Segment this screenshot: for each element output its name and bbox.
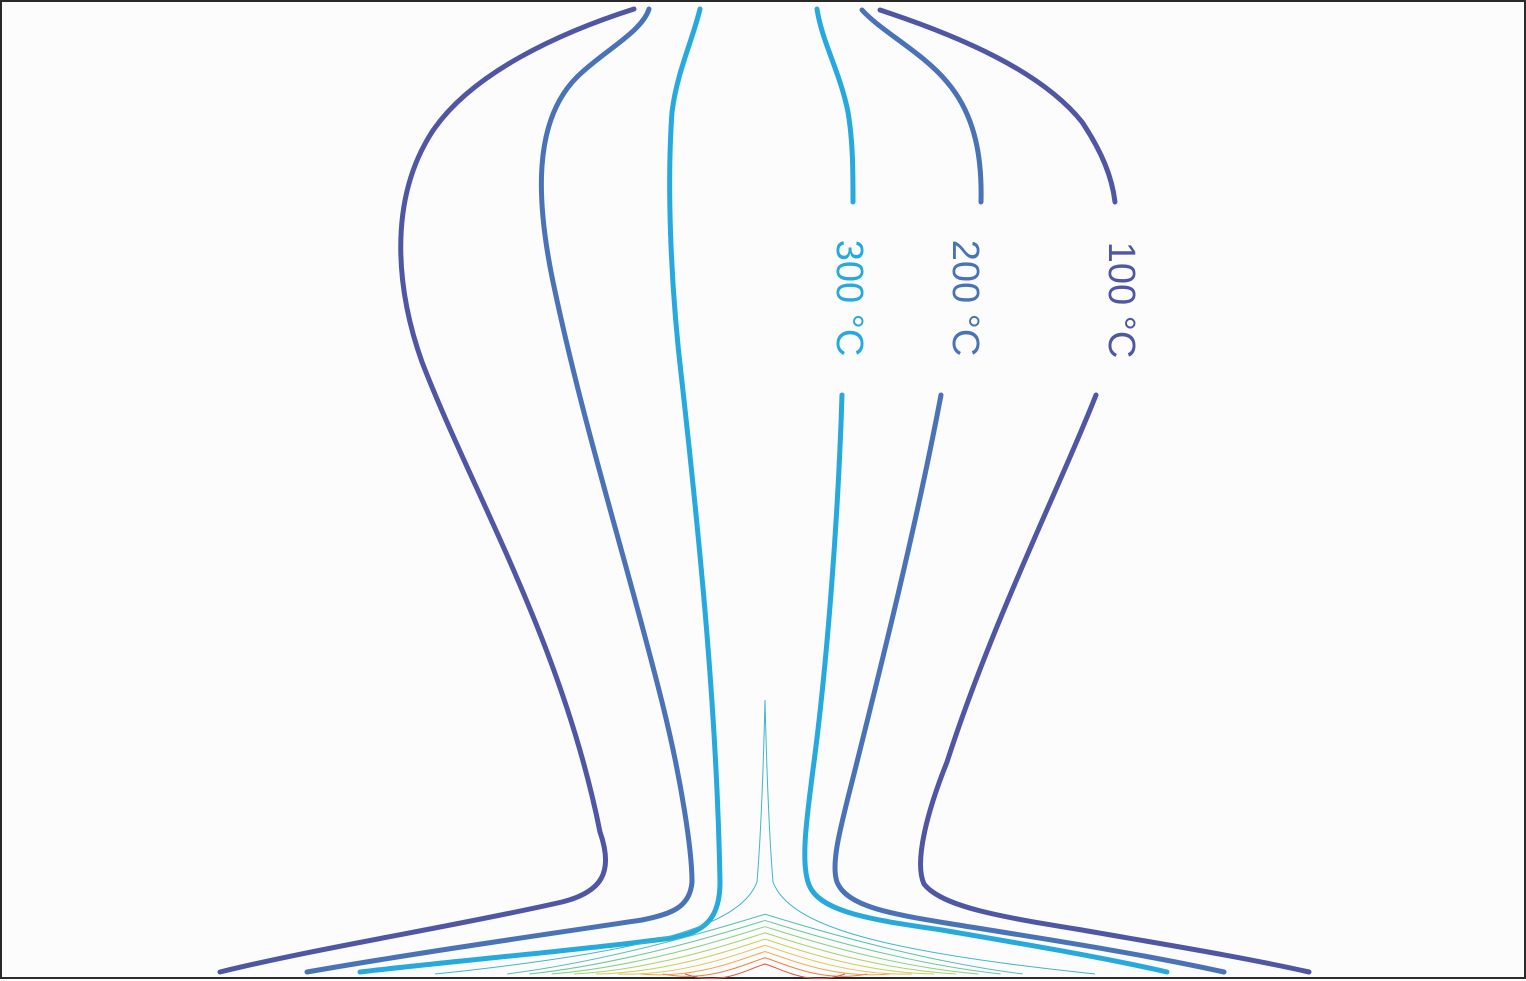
inner-contour-line-4 (551, 926, 979, 975)
contour-label-300: 300 °C (828, 240, 870, 357)
inner-contour-line-6 (596, 938, 934, 975)
contour-line-200-left (304, 6, 695, 975)
inner-contour-line-8 (640, 951, 890, 976)
inner-contour-line-3 (529, 919, 1001, 975)
contour-line-300-left (357, 6, 723, 975)
contour-label-100: 100 °C (1100, 242, 1142, 359)
contour-line-300-right-bottom (802, 392, 1170, 975)
inner-contour-line-5 (573, 932, 957, 975)
contour-line-100-right-bottom (918, 392, 1312, 975)
inner-contour-line-10 (684, 963, 846, 979)
contour-200 (304, 6, 1227, 975)
contour-line-100-left (217, 6, 637, 975)
inner-contour-line-1 (434, 699, 1096, 975)
inner-contour-line-2 (507, 913, 1023, 975)
inner-contour-line-9 (662, 957, 868, 977)
contour-line-200-right-bottom (832, 392, 1227, 975)
contour-line-300-right-top (814, 6, 856, 205)
contour-100 (217, 6, 1312, 975)
contour-label-200: 200 °C (944, 240, 986, 357)
contour-line-100-right-top (877, 7, 1118, 205)
inner-contours (434, 699, 1096, 979)
contour-line-200-right-top (859, 7, 984, 205)
inner-contour-line-7 (618, 944, 912, 975)
contour-300 (357, 6, 1170, 975)
